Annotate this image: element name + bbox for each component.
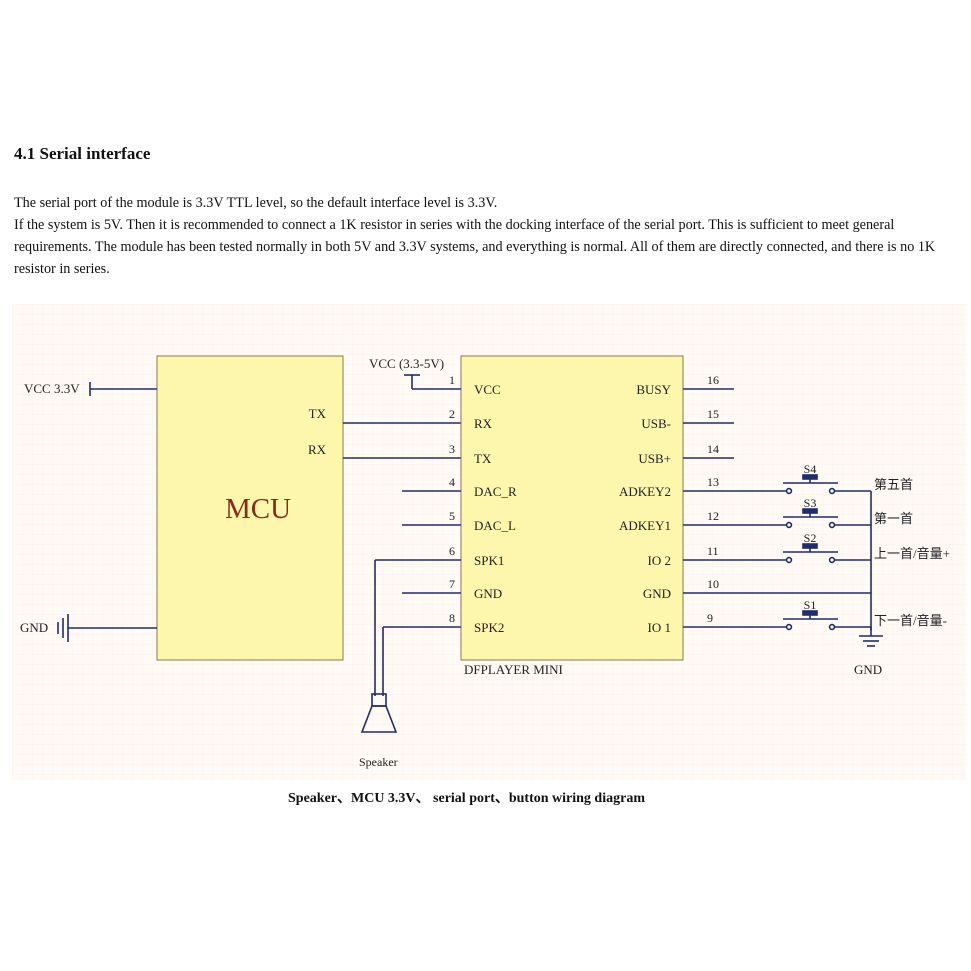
button-name-s4: S4 [804,462,817,476]
module-pin-number: 16 [707,373,719,387]
button-name-s1: S1 [804,598,817,612]
module-pin-rx: RX [474,416,493,431]
button-label-s1: 下一首/音量- [874,613,947,628]
switch-contact [828,521,836,529]
button-s3 [783,508,871,529]
module-pin-number: 13 [707,475,719,489]
module-pin-vcc: VCC [474,382,501,397]
speaker-icon [360,693,398,733]
module-pin-busy: BUSY [636,382,671,397]
module-vcc-supply-wire [404,374,461,390]
module-pin-number: 5 [449,509,455,523]
module-pin-number: 12 [707,509,719,523]
module-pin-number: 3 [449,442,455,456]
button-label-s3: 第一首 [874,511,913,526]
module-pin-io-2: IO 2 [648,553,671,568]
switch-cap [802,508,818,514]
button-label-s4: 第五首 [874,477,913,492]
module-pin-io-1: IO 1 [648,620,671,635]
button-s4 [783,474,871,495]
module-vcc-supply-label: VCC (3.3-5V) [369,356,444,371]
mcu-chip [156,355,344,661]
module-pin-usb-: USB- [641,416,671,431]
module-pin-spk1: SPK1 [474,553,504,568]
switch-contact [785,556,793,564]
mcu-vcc-wire [89,382,157,396]
gnd-right-label: GND [854,662,882,677]
mcu-gnd-symbol [57,614,157,642]
button-s1 [783,610,871,631]
mcu-vcc-label: VCC 3.3V [24,381,80,396]
serial-wires [343,422,461,459]
switch-contact [828,623,836,631]
module-pin-number: 15 [707,407,719,421]
paragraph-5v-advice: If the system is 5V. Then it is recommen… [14,217,936,277]
switch-contact [785,623,793,631]
module-pin-gnd: GND [474,586,502,601]
button-label-s2: 上一首/音量+ [874,546,950,561]
button-name-s2: S2 [804,531,817,545]
switch-cap [802,543,818,549]
paragraph-ttl-level: The serial port of the module is 3.3V TT… [14,195,498,211]
button-bus-wires [683,490,872,630]
module-pin-number: 8 [449,611,455,625]
switch-cap [802,474,818,480]
module-pin-gnd: GND [643,586,671,601]
wiring-diagram: MCU TX RX VCC 3.3V GND DFPLAYER MINI VCC… [12,304,966,780]
module-pin-number: 9 [707,611,713,625]
module-pin-dac-r: DAC_R [474,484,517,499]
module-pin-adkey2: ADKEY2 [619,484,671,499]
module-pin-adkey1: ADKEY1 [619,518,671,533]
switch-contact [828,556,836,564]
mcu-pin-rx: RX [308,442,327,457]
module-pin-number: 10 [707,577,719,591]
stub-wires [402,388,734,594]
speaker-wires [374,559,461,696]
module-pin-number: 2 [449,407,455,421]
module-pin-usb-: USB+ [638,451,671,466]
dfplayer-module [460,355,684,661]
mcu-title: MCU [225,493,291,525]
mcu-pin-tx: TX [309,406,327,421]
button-name-s3: S3 [804,496,817,510]
wiring-diagram-svg: MCU TX RX VCC 3.3V GND DFPLAYER MINI VCC… [12,304,966,780]
module-pin-number: 1 [449,373,455,387]
diagram-caption: Speaker、MCU 3.3V、 serial port、button wir… [288,791,645,806]
buttons: S4 第五首 S3 第一首 S2 上一首/音量+ S1 下一首/音量- [783,462,950,631]
switch-cap [802,610,818,616]
module-pin-spk2: SPK2 [474,620,504,635]
module-pin-number: 6 [449,544,455,558]
module-pin-number: 7 [449,577,455,591]
module-pin-number: 4 [449,475,455,489]
module-pin-dac-l: DAC_L [474,518,516,533]
module-pin-tx: TX [474,451,492,466]
module-pin-number: 14 [707,442,719,456]
section-heading: 4.1 Serial interface [14,144,151,163]
module-name: DFPLAYER MINI [464,662,563,677]
speaker-label: Speaker [359,755,398,769]
mcu-gnd-label: GND [20,620,48,635]
switch-contact [785,487,793,495]
gnd-right-symbol [859,627,883,647]
module-pin-number: 11 [707,544,719,558]
button-s2 [783,543,871,564]
switch-contact [828,487,836,495]
switch-contact [785,521,793,529]
